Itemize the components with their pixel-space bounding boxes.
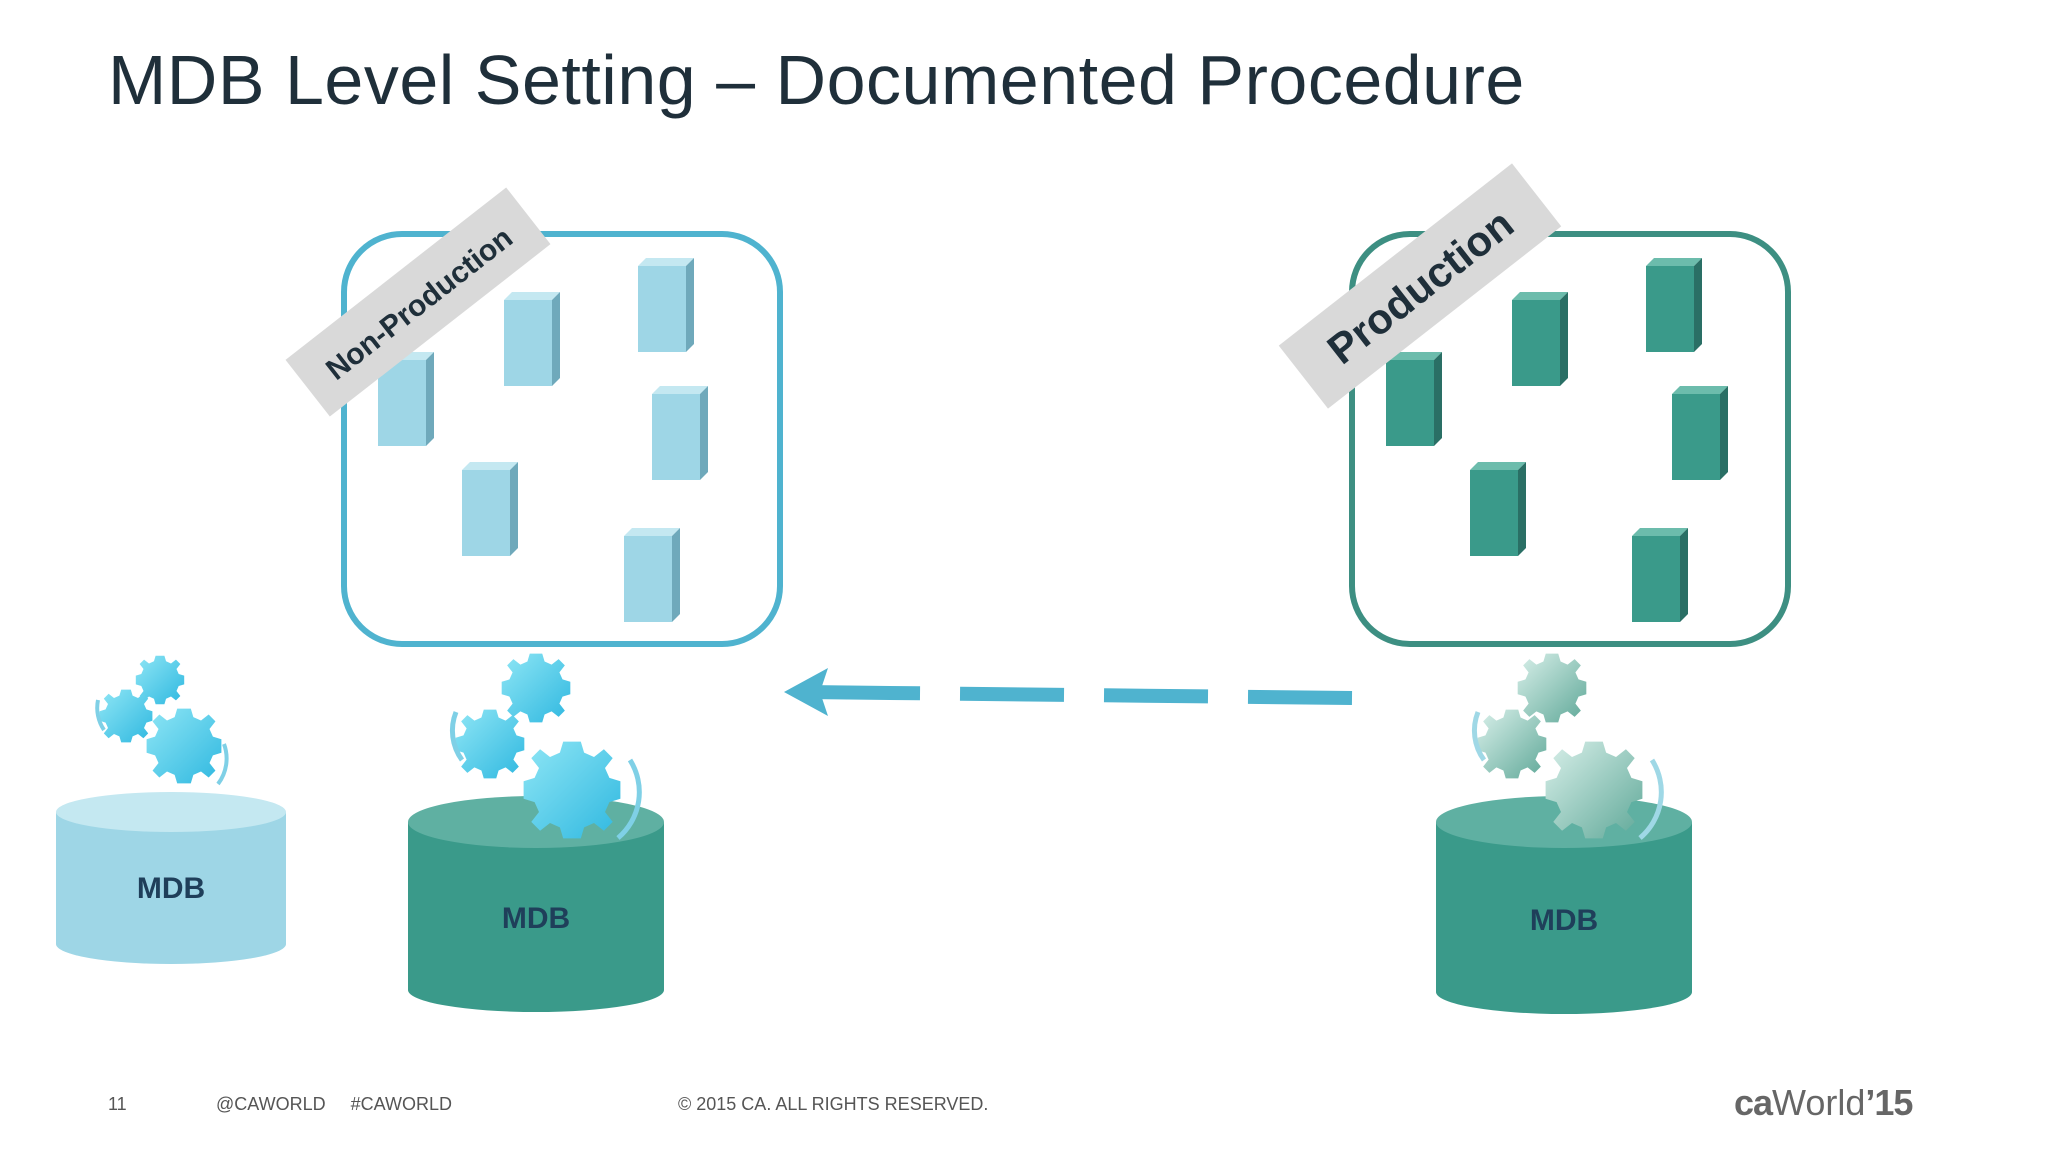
server-icon [504,292,560,386]
arrow-head-icon [784,668,828,716]
gears-icon [1471,653,1664,840]
logo-year: ’15 [1865,1082,1913,1123]
server-icon [624,528,680,622]
mdb-database-light: MDB [56,792,286,964]
slide-title: MDB Level Setting – Documented Procedure [108,41,1525,119]
server-icon [1646,258,1702,352]
server-icon [1470,462,1526,556]
logo-world: World [1772,1082,1866,1123]
server-icon [1632,528,1688,622]
non-production-environment: Non-Production [285,187,783,647]
server-icon [1512,292,1568,386]
server-icon [638,258,694,352]
gears-icon [95,655,229,786]
caworld-logo: caWorld’15 [1734,1082,1913,1124]
mdb-label: MDB [1530,904,1598,937]
server-icon [462,462,518,556]
production-environment: Production [1278,163,1791,647]
server-icon [1672,386,1728,480]
page-number: 11 [108,1094,127,1114]
copyright: © 2015 CA. ALL RIGHTS RESERVED. [678,1094,989,1114]
mdb-label: MDB [502,902,570,935]
server-icon [1386,352,1442,446]
gears-icon [449,653,642,840]
mdb-label: MDB [137,872,205,905]
migration-arrow [784,668,1353,716]
logo-ca: ca [1734,1082,1773,1123]
server-icon [652,386,708,480]
social-handles: @CAWORLD #CAWORLD [216,1094,452,1114]
